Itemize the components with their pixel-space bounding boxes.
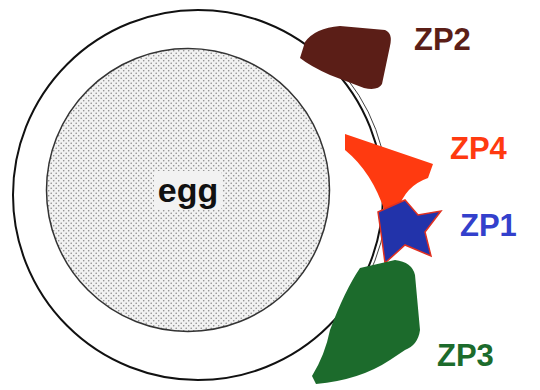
cell-label: egg — [154, 171, 222, 210]
protein-label: ZP2 — [414, 24, 471, 55]
protein-label: ZP4 — [450, 133, 507, 164]
protein-label: ZP3 — [437, 340, 494, 371]
zp4-protein — [345, 134, 433, 212]
zp3-protein — [312, 260, 420, 384]
zp1-protein — [378, 200, 441, 263]
protein-label: ZP1 — [460, 210, 517, 241]
egg-cell: egg — [45, 47, 331, 333]
egg-cytoplasm — [47, 49, 330, 332]
zp2-protein — [300, 26, 391, 89]
